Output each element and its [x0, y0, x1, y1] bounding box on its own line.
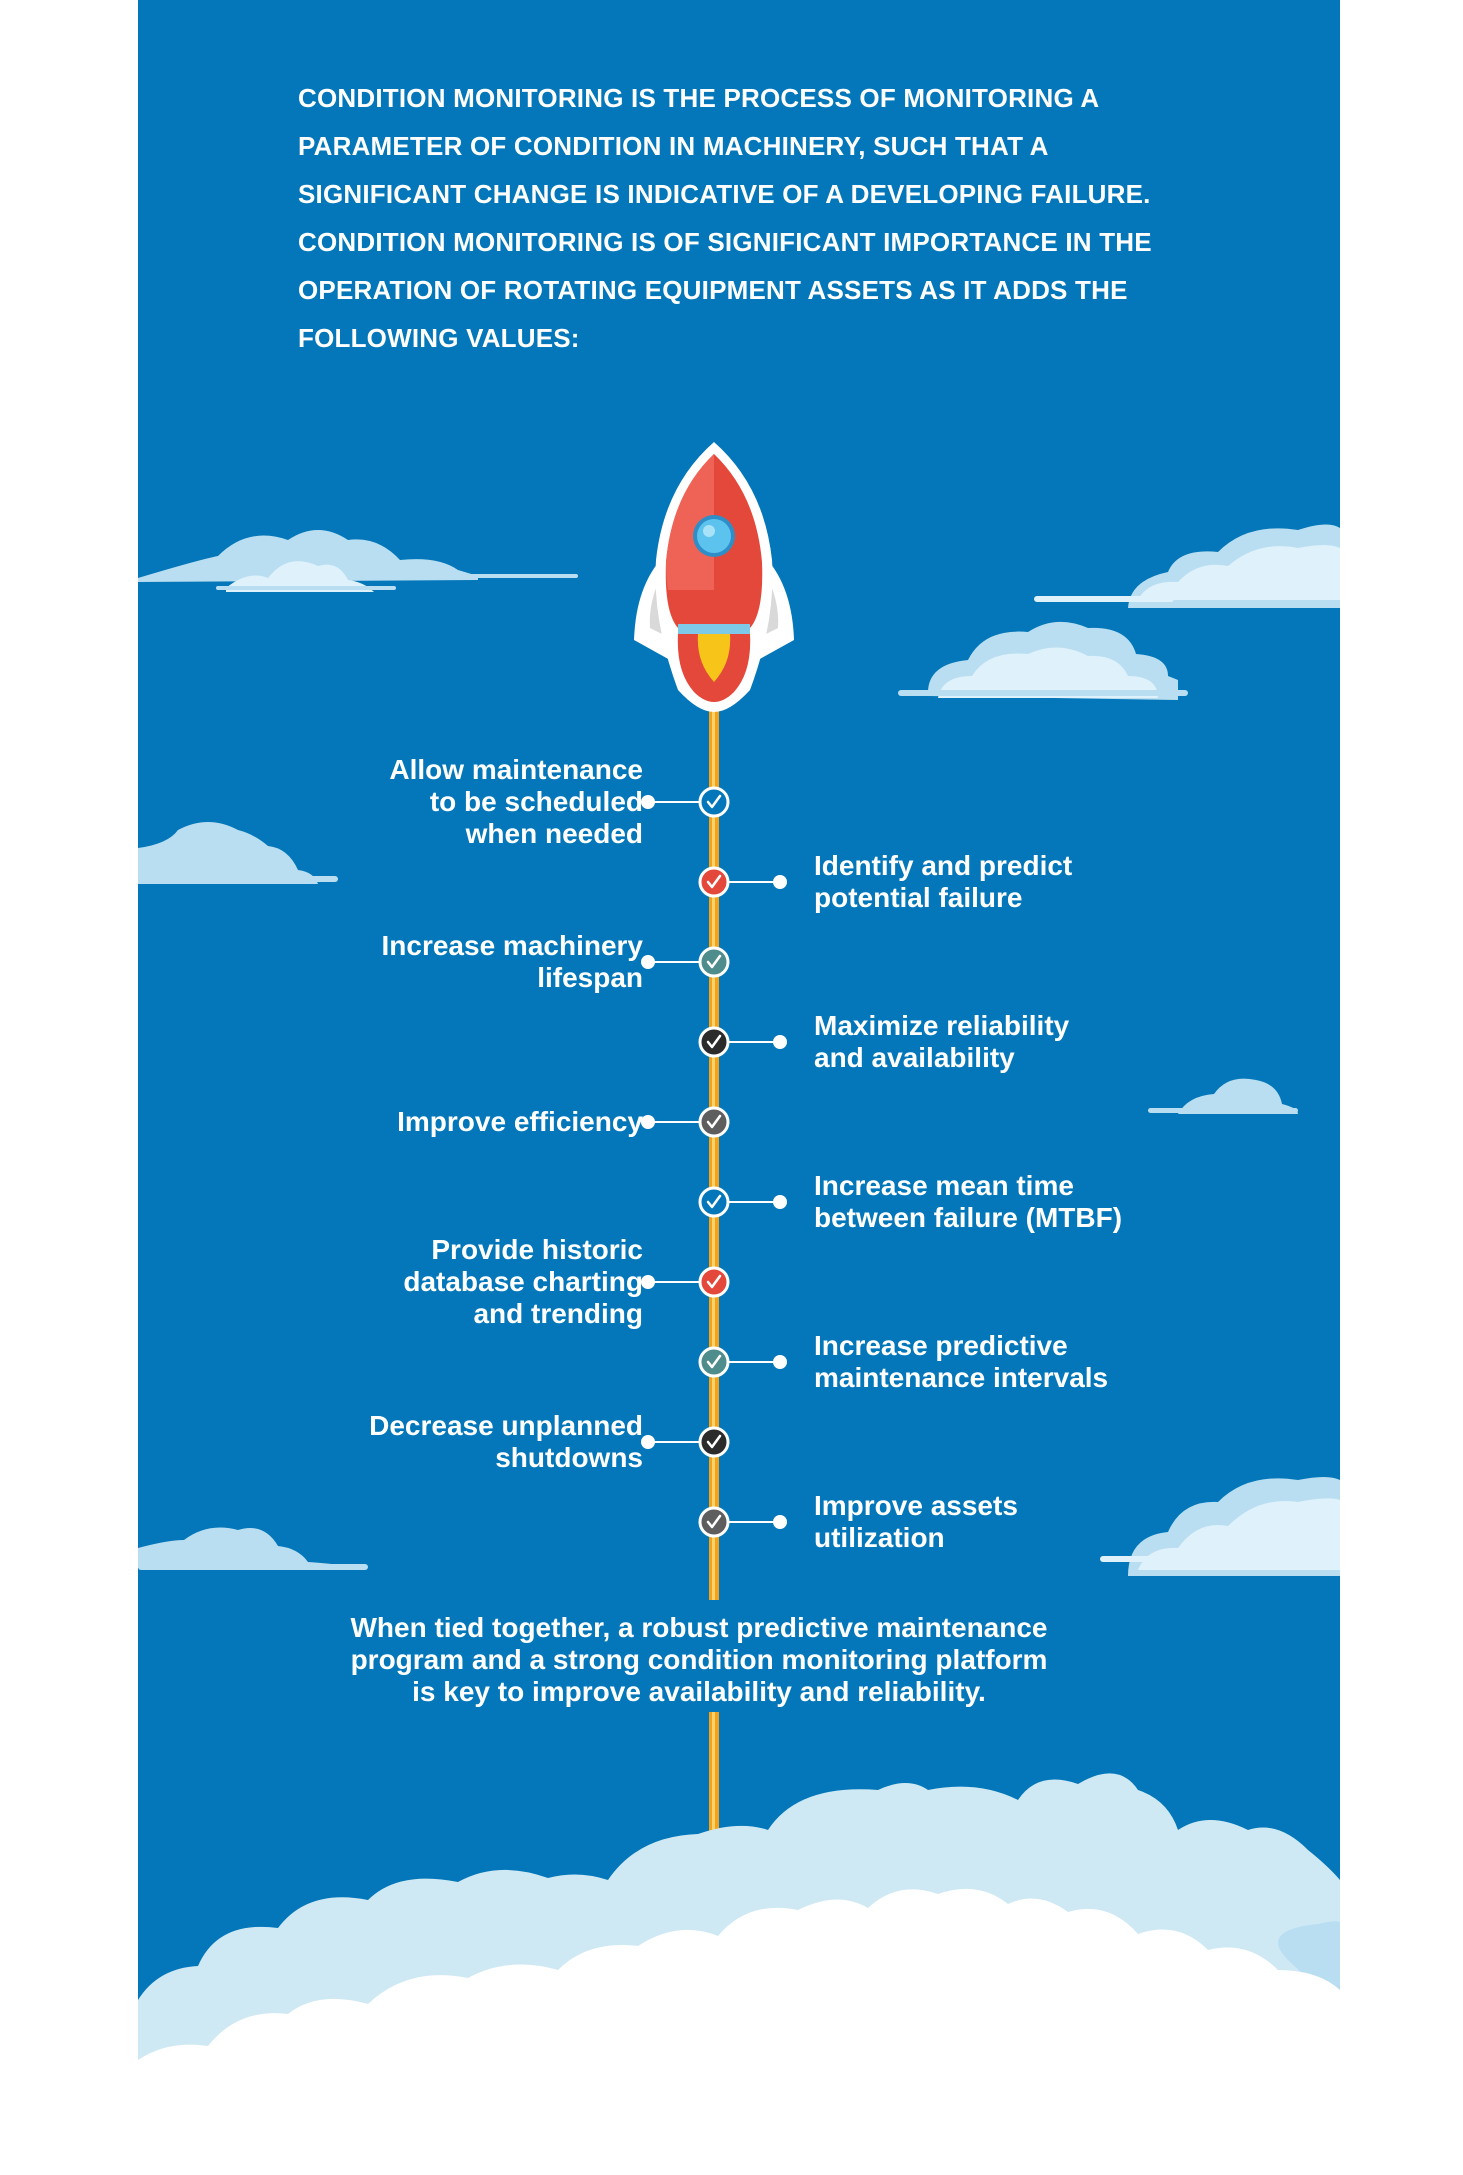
value-item-6: Increase mean time between failure (MTBF…	[814, 1170, 1123, 1233]
connector-dot	[641, 795, 655, 809]
value-item-8: Increase predictive maintenance interval…	[814, 1330, 1109, 1393]
cloud-icon	[1034, 524, 1340, 608]
value-item-4: Maximize reliability and availability	[814, 1010, 1070, 1073]
connector-dot	[773, 1355, 787, 1369]
cloud-icon	[138, 1527, 368, 1570]
cloud-icon	[138, 530, 578, 592]
check-icon	[698, 866, 730, 898]
cloud-icon	[138, 1773, 1340, 2175]
value-item-10: Improve assets utilization	[814, 1490, 1018, 1553]
value-item-7: Provide historic database charting and t…	[403, 1234, 643, 1329]
intro-text: CONDITION MONITORING IS THE PROCESS OF M…	[298, 83, 1152, 353]
check-icon	[698, 1186, 730, 1218]
connector-dot	[641, 1115, 655, 1129]
check-icon	[698, 1026, 730, 1058]
connector-dot	[773, 1195, 787, 1209]
timeline-connectors	[641, 786, 787, 1538]
cloud-icon	[1100, 1477, 1340, 1576]
check-icon	[698, 1266, 730, 1298]
cloud-icon	[1148, 1078, 1298, 1114]
check-icon	[698, 1346, 730, 1378]
check-icon	[698, 786, 730, 818]
closing-statement: When tied together, a robust predictive …	[350, 1612, 1048, 1707]
connector-dot	[773, 875, 787, 889]
check-icon	[698, 1426, 730, 1458]
check-icon	[698, 1506, 730, 1538]
rocket-icon	[634, 442, 794, 712]
cloud-icon	[898, 621, 1188, 700]
check-icon	[698, 1106, 730, 1138]
value-item-5: Improve efficiency	[397, 1106, 643, 1137]
connector-dot	[773, 1035, 787, 1049]
check-icon	[698, 946, 730, 978]
connector-dot	[641, 955, 655, 969]
infographic-poster: CONDITION MONITORING IS THE PROCESS OF M…	[138, 0, 1340, 2175]
value-item-2: Identify and predict potential failure	[814, 850, 1073, 913]
connector-dot	[773, 1515, 787, 1529]
cloud-icon	[138, 822, 338, 884]
value-item-9: Decrease unplanned shutdowns	[369, 1410, 643, 1473]
connector-dot	[641, 1275, 655, 1289]
connector-dot	[641, 1435, 655, 1449]
rocket-trail	[709, 700, 719, 1887]
illustration-layer	[138, 442, 1340, 2175]
value-item-1: Allow maintenance to be scheduled when n…	[389, 754, 643, 849]
value-item-3: Increase machinery lifespan	[381, 930, 644, 993]
